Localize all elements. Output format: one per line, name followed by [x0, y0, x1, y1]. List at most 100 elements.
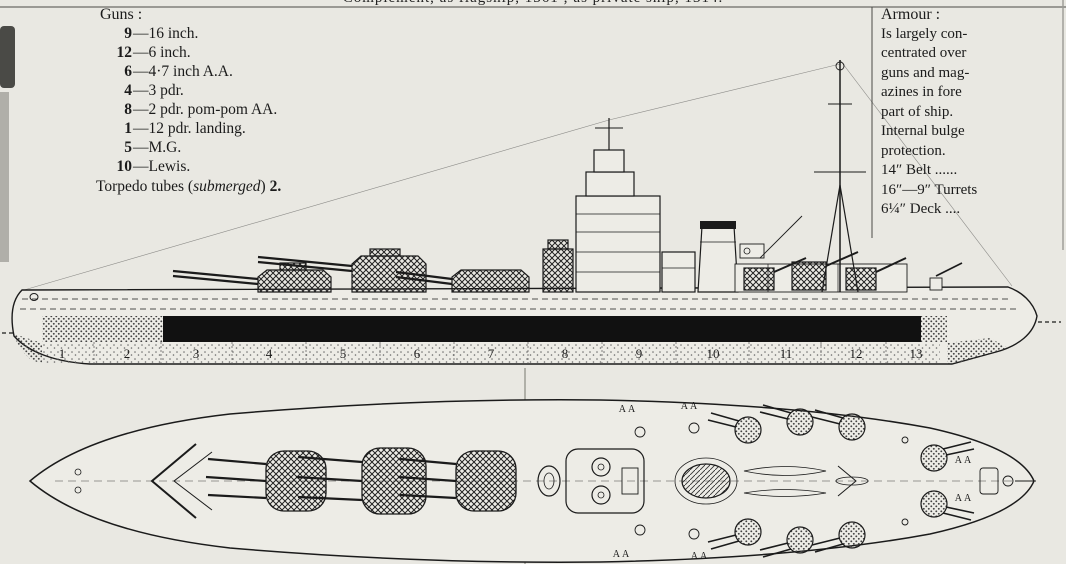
gun-desc: —4·7 inch A.A. — [133, 63, 233, 80]
funnel-casing-plan — [674, 457, 738, 505]
bridge-plan — [565, 448, 645, 514]
deckhouse-profile — [661, 251, 696, 293]
torpedo-count: 2. — [269, 178, 282, 195]
gun-count: 5 — [124, 139, 132, 156]
aa-label: AA — [955, 455, 973, 466]
ship-plan-view: AA AA AA AA AA AA — [28, 399, 1036, 563]
guns-title: Guns : — [100, 6, 143, 23]
station-number: 6 — [414, 346, 421, 361]
armour-notes: Armour : Is largely con- centrated over … — [881, 5, 1061, 220]
armour-line: 16″—9″ Turrets — [881, 181, 978, 198]
turret-b-profile — [351, 255, 427, 293]
station-number: 9 — [636, 346, 643, 361]
armour-line: protection. — [881, 142, 946, 159]
hull-plan — [28, 399, 1035, 563]
gun-desc: —16 inch. — [133, 25, 199, 42]
torpedo-text: Torpedo tubes ( — [96, 178, 194, 195]
hawse-pipe — [29, 293, 39, 301]
gun-count: 1 — [124, 120, 132, 137]
station-number: 10 — [707, 346, 720, 361]
gun-item: 4—3 pdr. — [96, 81, 396, 100]
gun-count: 4 — [124, 82, 132, 99]
station-number: 5 — [340, 346, 347, 361]
turret-c-profile — [451, 269, 530, 293]
turret-a-plan — [265, 450, 327, 512]
guns-list: Guns : 9—16 inch. 12—6 inch. 6—4·7 inch … — [96, 5, 396, 196]
gun-desc: —12 pdr. landing. — [133, 120, 246, 137]
turret-a-profile — [257, 269, 332, 293]
station-number: 4 — [266, 346, 273, 361]
boat-crane — [759, 215, 803, 259]
funnel-profile — [697, 221, 739, 293]
aa-label: AA — [691, 551, 709, 562]
bridge-tower-profile — [575, 118, 661, 293]
armour-line: part of ship. — [881, 103, 954, 120]
gun-item: 6—4·7 inch A.A. — [96, 62, 396, 81]
armour-title: Armour : — [881, 6, 941, 23]
armour-line: 6¼″ Deck .... — [881, 201, 961, 217]
gun-count: 6 — [124, 63, 132, 80]
gun-count: 10 — [116, 158, 133, 175]
station-number: 2 — [124, 346, 131, 361]
station-number: 1 — [59, 346, 66, 361]
scan-blotch — [0, 26, 15, 88]
armour-line: azines in fore — [881, 84, 962, 100]
main-turrets-plan — [205, 447, 517, 515]
aa-label: AA — [613, 549, 631, 560]
secondary-turrets-profile — [734, 251, 908, 293]
aa-label: AA — [955, 493, 973, 504]
breakwater-chevron — [150, 443, 197, 519]
stern-gun-profile — [929, 262, 963, 291]
torpedo-tubes-line: Torpedo tubes (submerged) 2. — [96, 177, 396, 196]
armour-line: Is largely con- — [881, 25, 968, 42]
gun-desc: —2 pdr. pom-pom AA. — [133, 101, 278, 118]
armour-line: 14″ Belt ...... — [881, 162, 958, 178]
turret-c-plan — [455, 450, 517, 512]
gun-count: 9 — [124, 25, 132, 42]
rigging — [23, 59, 1013, 291]
station-number: 7 — [488, 346, 495, 361]
gun-item: 10—Lewis. — [96, 157, 396, 176]
armour-line: Internal bulge — [881, 123, 965, 139]
ships-boats-plan — [743, 466, 869, 497]
secondary-turrets-plan — [707, 404, 975, 558]
conning-tower-plan — [537, 465, 561, 497]
gun-item: 5—M.G. — [96, 138, 396, 157]
mainmast-tripod — [814, 60, 866, 293]
stern-gear-plan — [979, 467, 1036, 495]
turret-b-plan — [361, 447, 427, 515]
gun-item: 1—12 pdr. landing. — [96, 119, 396, 138]
aa-label: AA — [681, 401, 699, 412]
df-loop — [835, 61, 845, 71]
gun-desc: —6 inch. — [133, 44, 191, 61]
ship-side-profile: 1 2 3 4 5 6 7 8 9 10 11 12 13 — [2, 59, 1061, 365]
conning-tower-profile — [542, 248, 574, 293]
station-number: 13 — [910, 346, 923, 361]
main-turrets-profile — [172, 248, 530, 293]
station-number-band: 1 2 3 4 5 6 7 8 9 10 11 12 13 — [42, 342, 940, 364]
funnel-plan — [681, 463, 731, 499]
page-top-caption: Complement, as flagship, 1361 ; as priva… — [0, 0, 1066, 7]
gun-desc: —Lewis. — [133, 158, 191, 175]
torpedo-submerged: submerged — [193, 178, 261, 195]
gun-desc: —3 pdr. — [133, 82, 184, 99]
station-number: 8 — [562, 346, 569, 361]
gun-desc: —M.G. — [133, 139, 182, 156]
station-number: 12 — [850, 346, 863, 361]
torpedo-text: ) — [260, 178, 270, 195]
armour-line: guns and mag- — [881, 64, 970, 81]
station-number: 3 — [193, 346, 200, 361]
aa-mounts-plan — [634, 422, 909, 540]
gun-item: 8—2 pdr. pom-pom AA. — [96, 100, 396, 119]
gun-item: 9—16 inch. — [96, 24, 396, 43]
gun-item: 12—6 inch. — [96, 43, 396, 62]
aa-label: AA — [619, 404, 637, 415]
armour-line: centrated over — [881, 45, 967, 61]
gun-count: 8 — [124, 101, 132, 118]
armour-belt-band — [163, 316, 921, 342]
station-number: 11 — [780, 346, 793, 361]
tripod-plan — [837, 465, 857, 497]
